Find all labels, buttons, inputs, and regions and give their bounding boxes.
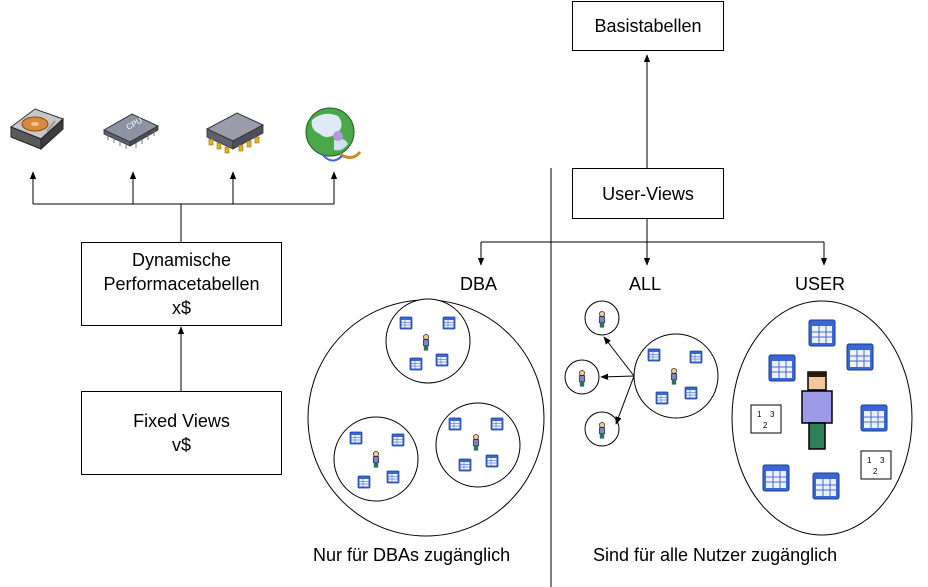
dyn-line1: Dynamische	[131, 250, 232, 270]
user-views-label: User-Views	[602, 183, 694, 204]
memory-module-icon	[205, 112, 265, 154]
network-globe-icon	[305, 107, 362, 162]
cpu-chip-icon: CPU	[102, 113, 160, 149]
user-views-box: User-Views	[572, 168, 724, 219]
user-label: USER	[795, 274, 846, 294]
fixed-line2: v$	[171, 435, 191, 455]
dynamic-performance-tables-box: Dynamische Performacetabellen x$	[81, 242, 282, 326]
dyn-line3: x$	[171, 298, 191, 318]
all-circle	[564, 300, 719, 447]
fixed-views-box: Fixed Views v$	[81, 391, 282, 475]
list-b-3: 2	[873, 467, 878, 476]
dba-circle	[307, 298, 545, 537]
basistabellen-label: Basistabellen	[594, 16, 702, 36]
hardware-tree-lines	[29, 171, 338, 391]
list-b-2: 3	[880, 456, 885, 465]
all-note: Sind für alle Nutzer zugänglich	[593, 545, 838, 565]
dyn-line2: Performacetabellen	[103, 274, 260, 294]
user-person-icon	[801, 371, 833, 450]
list-a-3: 2	[763, 421, 768, 430]
list-b-1: 1	[867, 456, 872, 465]
list-a-2: 3	[770, 410, 775, 419]
hard-disk-icon	[9, 108, 64, 151]
basistabellen-box: Basistabellen	[572, 1, 724, 51]
dba-label: DBA	[460, 274, 498, 294]
views-lines	[477, 54, 828, 587]
dba-note: Nur für DBAs zugänglich	[313, 545, 511, 565]
list-a-1: 1	[757, 410, 762, 419]
fixed-line1: Fixed Views	[133, 411, 230, 431]
user-circle: 1 3 2 1 3 2	[731, 300, 913, 536]
all-label: ALL	[629, 274, 662, 294]
